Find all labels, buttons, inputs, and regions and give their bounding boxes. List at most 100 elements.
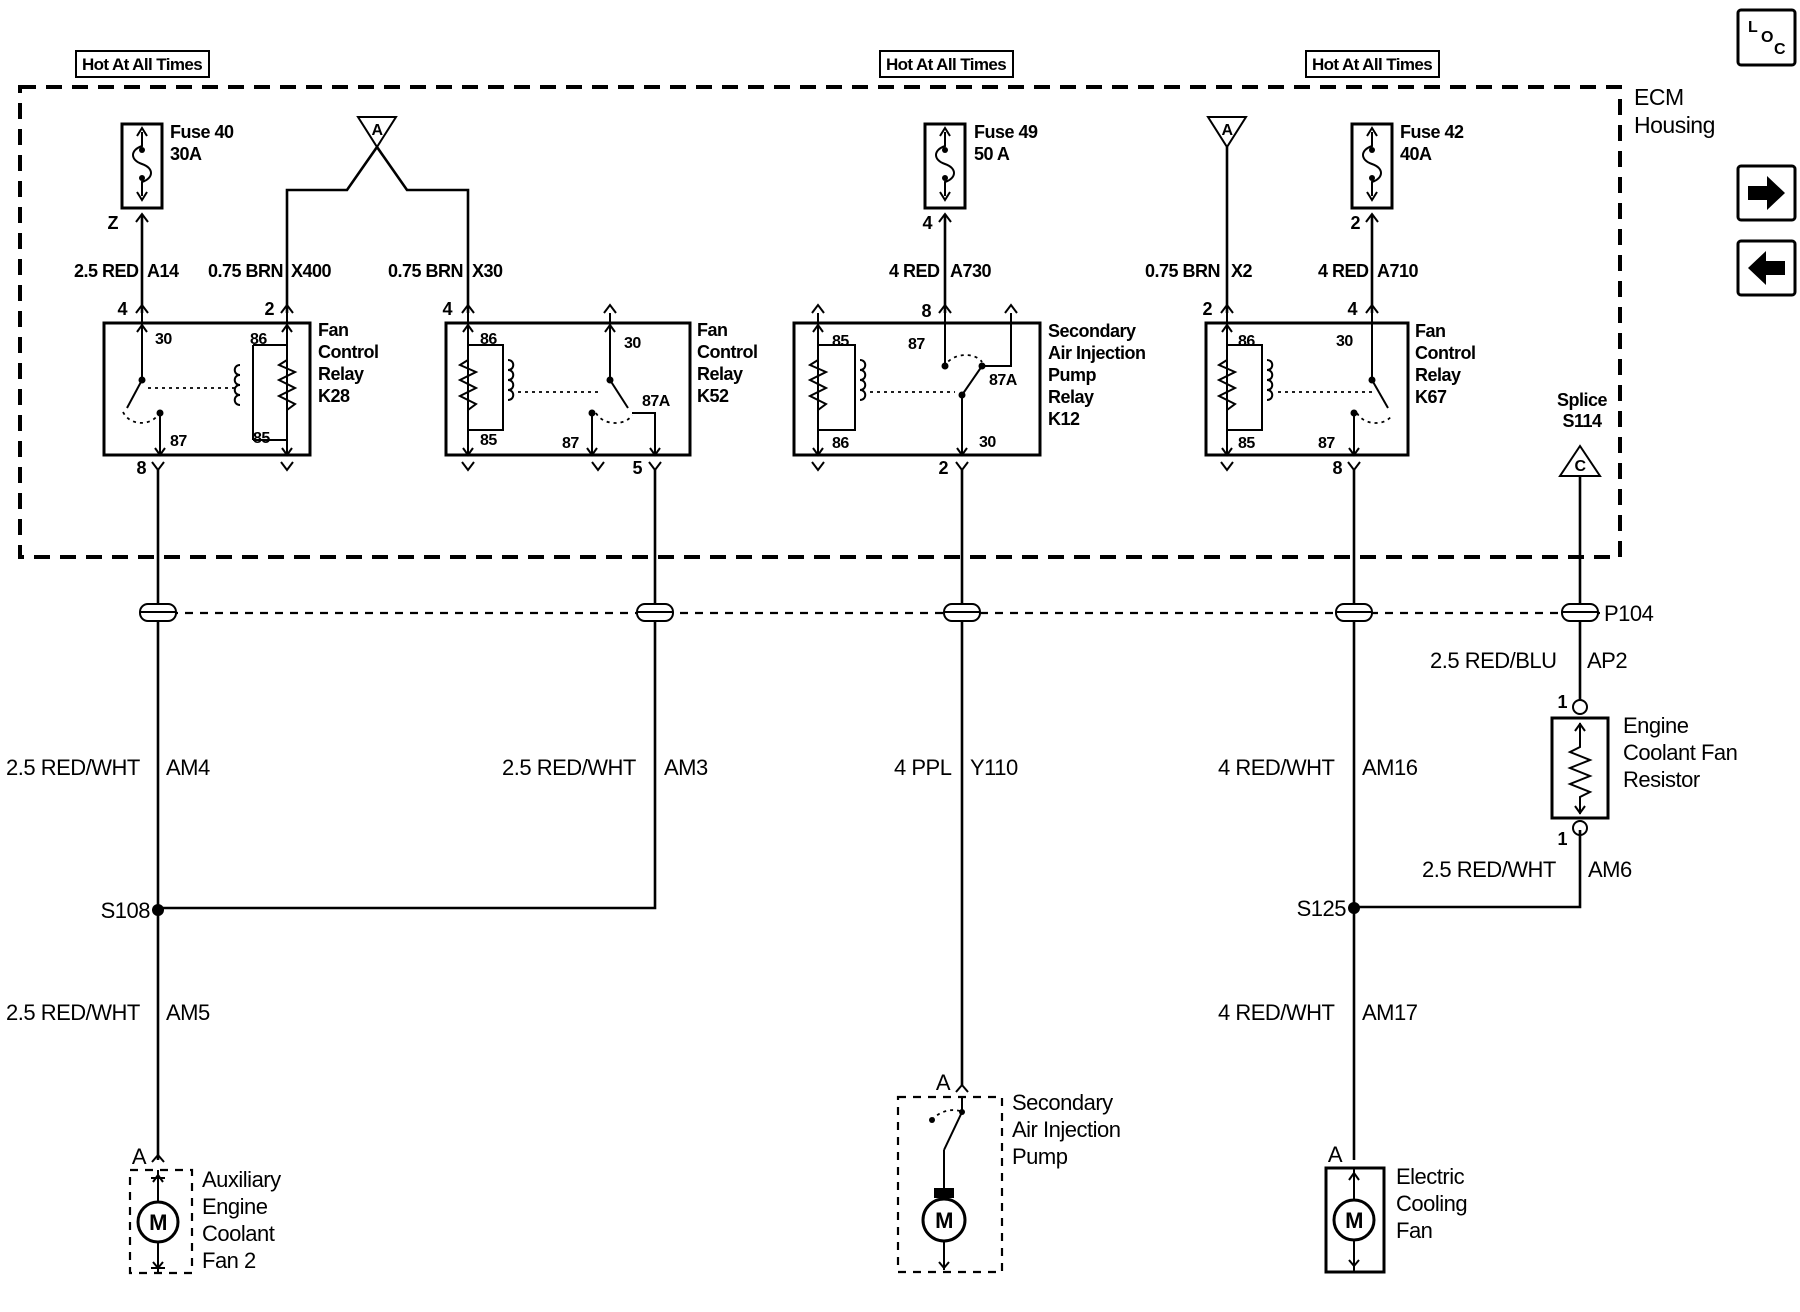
svg-text:AM6: AM6 xyxy=(1588,857,1632,882)
svg-text:2.5 RED/WHT: 2.5 RED/WHT xyxy=(6,1000,140,1025)
svg-text:Housing: Housing xyxy=(1634,112,1715,138)
svg-text:Coolant Fan: Coolant Fan xyxy=(1623,740,1737,765)
svg-text:A: A xyxy=(132,1144,147,1169)
svg-text:4 RED/WHT: 4 RED/WHT xyxy=(1218,755,1335,780)
svg-text:M: M xyxy=(1345,1208,1363,1233)
svg-text:4: 4 xyxy=(922,213,932,233)
svg-text:A710: A710 xyxy=(1377,261,1419,281)
splice-s125 xyxy=(1348,902,1360,914)
svg-text:30A: 30A xyxy=(170,144,202,164)
svg-text:AM3: AM3 xyxy=(664,755,708,780)
svg-text:Relay: Relay xyxy=(1415,365,1461,385)
svg-text:A: A xyxy=(1328,1142,1343,1167)
svg-text:A14: A14 xyxy=(147,261,179,281)
svg-text:Electric: Electric xyxy=(1396,1164,1465,1189)
svg-text:85: 85 xyxy=(253,430,270,447)
svg-text:Air Injection: Air Injection xyxy=(1012,1117,1120,1142)
svg-text:Splice: Splice xyxy=(1557,390,1608,410)
svg-text:Fan: Fan xyxy=(1415,321,1446,341)
hot-label-2: Hot At All Times xyxy=(879,50,1014,78)
svg-text:Y110: Y110 xyxy=(970,755,1018,780)
svg-text:Fan: Fan xyxy=(318,320,349,340)
svg-text:S125: S125 xyxy=(1297,896,1347,921)
svg-text:X400: X400 xyxy=(291,261,332,281)
svg-text:30: 30 xyxy=(624,335,641,352)
svg-text:2.5 RED/WHT: 2.5 RED/WHT xyxy=(6,755,140,780)
fuse-49: Fuse 49 50 A 4 xyxy=(922,122,1038,233)
svg-text:Hot At All Times: Hot At All Times xyxy=(886,55,1006,74)
svg-text:4 RED: 4 RED xyxy=(1318,261,1369,281)
svg-text:8: 8 xyxy=(136,458,146,478)
svg-text:K28: K28 xyxy=(318,386,350,406)
svg-text:Fan: Fan xyxy=(1396,1218,1432,1243)
svg-text:0.75 BRN: 0.75 BRN xyxy=(208,261,283,281)
connector-a-right: A xyxy=(1206,116,1248,149)
svg-text:40A: 40A xyxy=(1400,144,1432,164)
svg-text:Secondary: Secondary xyxy=(1048,321,1136,341)
wire-x400 xyxy=(285,146,379,313)
harness-connectors xyxy=(139,603,1599,622)
svg-text:Relay: Relay xyxy=(318,364,364,384)
svg-text:Resistor: Resistor xyxy=(1623,767,1700,792)
svg-text:AP2: AP2 xyxy=(1587,648,1627,673)
wire-x30 xyxy=(375,146,470,313)
svg-text:4: 4 xyxy=(1347,299,1357,319)
svg-text:S114: S114 xyxy=(1562,411,1602,431)
svg-text:Pump: Pump xyxy=(1012,1144,1068,1169)
svg-text:2.5 RED/WHT: 2.5 RED/WHT xyxy=(502,755,636,780)
svg-text:30: 30 xyxy=(155,331,172,348)
svg-text:87A: 87A xyxy=(989,372,1018,389)
left-arrow-icon[interactable] xyxy=(1736,239,1797,297)
svg-text:4 RED: 4 RED xyxy=(889,261,940,281)
svg-text:A: A xyxy=(1221,122,1233,139)
svg-text:Relay: Relay xyxy=(1048,387,1094,407)
location-icon[interactable]: L O C xyxy=(1736,8,1797,67)
svg-text:X2: X2 xyxy=(1231,261,1253,281)
svg-text:2.5 RED: 2.5 RED xyxy=(74,261,139,281)
svg-text:87A: 87A xyxy=(642,393,671,410)
svg-text:Hot At All Times: Hot At All Times xyxy=(82,55,202,74)
svg-text:A730: A730 xyxy=(950,261,992,281)
svg-text:Air Injection: Air Injection xyxy=(1048,343,1146,363)
svg-text:AM5: AM5 xyxy=(166,1000,210,1025)
svg-text:K12: K12 xyxy=(1048,409,1080,429)
svg-text:Secondary: Secondary xyxy=(1012,1090,1113,1115)
svg-text:Engine: Engine xyxy=(202,1194,268,1219)
electric-cooling-fan: A M Electric Cooling Fan xyxy=(1324,1142,1468,1274)
svg-text:4: 4 xyxy=(117,299,127,319)
svg-text:Control: Control xyxy=(318,342,378,362)
svg-text:X30: X30 xyxy=(472,261,503,281)
svg-text:Fuse 42: Fuse 42 xyxy=(1400,122,1464,142)
svg-text:5: 5 xyxy=(632,458,642,478)
ecm-housing-box xyxy=(18,85,1622,559)
svg-text:85: 85 xyxy=(1238,435,1255,452)
svg-text:30: 30 xyxy=(979,434,996,451)
splice-s108 xyxy=(152,904,164,916)
svg-text:4 PPL: 4 PPL xyxy=(894,755,952,780)
svg-text:Fuse 40: Fuse 40 xyxy=(170,122,234,142)
svg-text:0.75 BRN: 0.75 BRN xyxy=(388,261,463,281)
right-arrow-icon[interactable] xyxy=(1736,164,1797,222)
svg-text:Cooling: Cooling xyxy=(1396,1191,1467,1216)
svg-text:2: 2 xyxy=(1350,213,1360,233)
svg-text:AM16: AM16 xyxy=(1362,755,1418,780)
svg-text:L: L xyxy=(1748,19,1758,36)
svg-text:8: 8 xyxy=(1332,458,1342,478)
hot-label-1: Hot At All Times xyxy=(75,50,210,78)
svg-text:86: 86 xyxy=(250,331,267,348)
svg-text:0.75 BRN: 0.75 BRN xyxy=(1145,261,1220,281)
wire-am3 xyxy=(158,470,657,910)
svg-text:85: 85 xyxy=(832,333,849,350)
relay-k12: 85 87 87A 86 30 Secondary Air Injection … xyxy=(792,313,1146,457)
svg-text:Control: Control xyxy=(1415,343,1475,363)
auxiliary-fan-2: A M Auxiliary Engine Coolant Fan 2 xyxy=(128,1144,282,1275)
svg-text:K52: K52 xyxy=(697,386,729,406)
svg-text:AM17: AM17 xyxy=(1362,1000,1418,1025)
svg-text:87: 87 xyxy=(908,336,925,353)
svg-text:8: 8 xyxy=(921,301,931,321)
svg-text:Fan: Fan xyxy=(697,320,728,340)
wire-am6 xyxy=(1354,830,1582,909)
svg-text:S108: S108 xyxy=(101,898,151,923)
svg-text:Auxiliary: Auxiliary xyxy=(202,1167,281,1192)
